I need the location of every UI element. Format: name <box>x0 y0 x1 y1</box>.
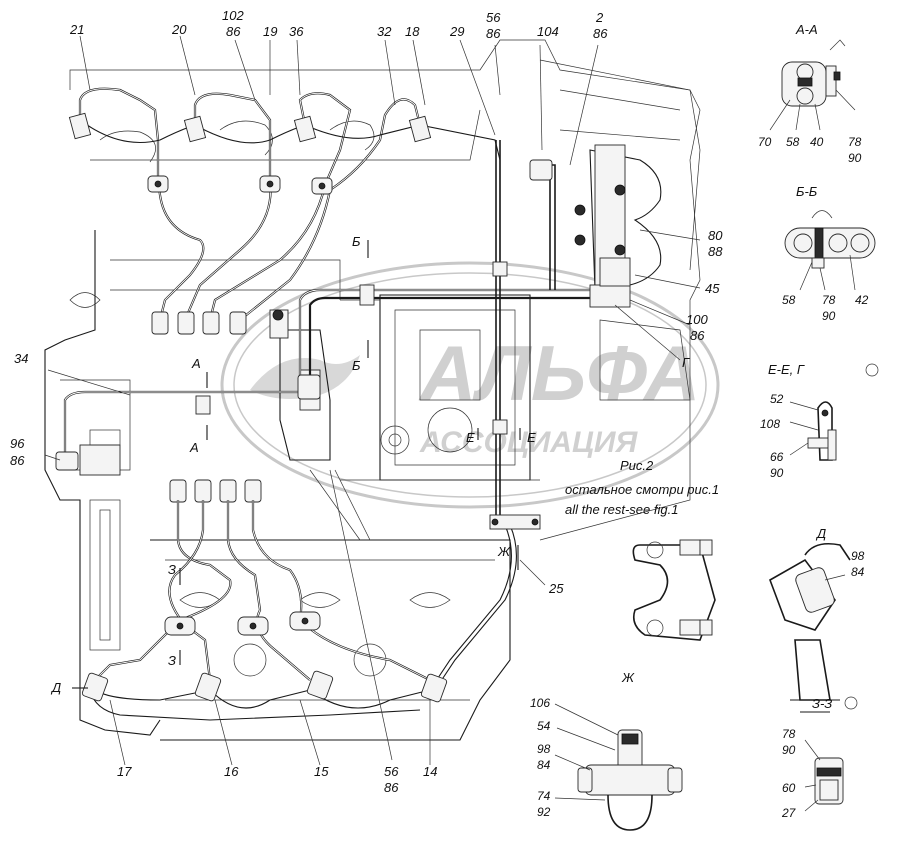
upper-injector-pipes <box>68 87 501 335</box>
callout-86-b: 86 <box>486 26 501 41</box>
callout-45: 45 <box>705 281 720 296</box>
callout-G: Г <box>682 355 690 370</box>
callouts: 21 20 102 86 19 36 32 18 29 56 86 104 2 … <box>10 8 723 795</box>
callout-Z-2: З <box>168 653 176 668</box>
ee-label-66: 66 <box>770 450 784 464</box>
note-russian: остальное смотри рис.1 <box>565 482 719 497</box>
fuel-return-lines <box>55 140 600 691</box>
callout-A-1: А <box>191 356 201 371</box>
d-label-98: 98 <box>851 549 865 563</box>
callout-16: 16 <box>224 764 239 779</box>
callout-96: 96 <box>10 436 25 451</box>
callout-29: 29 <box>449 24 464 39</box>
callout-86-a: 86 <box>226 24 241 39</box>
aa-label-90: 90 <box>848 151 862 165</box>
lower-injector-pipes <box>81 479 448 721</box>
bb-label-42: 42 <box>855 293 869 307</box>
zh-label-106: 106 <box>530 696 550 710</box>
callout-102: 102 <box>222 8 244 23</box>
zh-label-54: 54 <box>537 719 551 733</box>
callout-21: 21 <box>69 22 84 37</box>
callout-15: 15 <box>314 764 329 779</box>
callout-18: 18 <box>405 24 420 39</box>
top-injector-fittings <box>68 112 432 335</box>
leader-lines <box>44 35 701 766</box>
callout-25: 25 <box>548 581 564 596</box>
watermark-line1: АЛЬФА <box>418 329 700 417</box>
callout-2: 2 <box>595 10 604 25</box>
zz-label-90: 90 <box>782 743 796 757</box>
aa-label-70: 70 <box>758 135 772 149</box>
callout-80: 80 <box>708 228 723 243</box>
callout-100: 100 <box>686 312 708 327</box>
callout-19: 19 <box>263 24 277 39</box>
view-zh-tee: 106 54 98 84 74 92 <box>530 696 683 831</box>
section-markers <box>72 240 521 689</box>
bb-label-78: 78 <box>822 293 836 307</box>
callout-56-b: 56 <box>384 764 399 779</box>
zz-label-78: 78 <box>782 727 796 741</box>
ee-label-52: 52 <box>770 392 784 406</box>
aa-label-40: 40 <box>810 135 824 149</box>
callout-86-e: 86 <box>10 453 25 468</box>
view-d-title: Д <box>815 526 826 541</box>
callout-B-1: Б <box>352 234 361 249</box>
aa-label-78: 78 <box>848 135 862 149</box>
callout-86-c: 86 <box>593 26 608 41</box>
callout-20: 20 <box>171 22 187 37</box>
callout-17: 17 <box>117 764 132 779</box>
callout-86-f: 86 <box>384 780 399 795</box>
callout-E-2: Е <box>527 430 536 445</box>
section-zz-title: З-З <box>812 696 832 711</box>
bb-label-90: 90 <box>822 309 836 323</box>
callout-D: Д <box>50 680 61 695</box>
section-aa-title: А-А <box>795 22 818 37</box>
view-zh-title: Ж <box>621 670 635 685</box>
zh-label-84: 84 <box>537 758 551 772</box>
callout-A-2: А <box>189 440 199 455</box>
engine-block-outline <box>44 39 701 741</box>
note-english: all the rest-see fig.1 <box>565 502 678 517</box>
view-zh-fitting: Ж <box>621 539 716 685</box>
view-d: Д 98 84 <box>769 526 865 713</box>
callout-36: 36 <box>289 24 304 39</box>
callout-56-a: 56 <box>486 10 501 25</box>
watermark: АЛЬФА АССОЦИАЦИЯ <box>220 261 720 509</box>
section-ee-g: Е-Е, Г 52 108 66 90 <box>760 362 879 480</box>
fuel-filter-head <box>529 144 662 308</box>
callout-34: 34 <box>14 351 28 366</box>
aa-label-58: 58 <box>786 135 800 149</box>
zh-label-98: 98 <box>537 742 551 756</box>
section-bb: Б-Б 58 78 42 90 <box>782 184 876 323</box>
d-label-84: 84 <box>851 565 865 579</box>
callout-86-d: 86 <box>690 328 705 343</box>
callout-14: 14 <box>423 764 437 779</box>
figure-note: Рис.2 остальное смотри рис.1 all the res… <box>565 458 719 517</box>
watermark-line2: АССОЦИАЦИЯ <box>419 426 638 459</box>
zz-label-27: 27 <box>781 806 797 820</box>
figure-number: Рис.2 <box>620 458 654 473</box>
callout-32: 32 <box>377 24 392 39</box>
callout-Zh: Ж <box>497 544 511 559</box>
callout-B-2: Б <box>352 358 361 373</box>
zh-label-92: 92 <box>537 805 551 819</box>
zz-label-60: 60 <box>782 781 796 795</box>
callout-88: 88 <box>708 244 723 259</box>
zh-label-74: 74 <box>537 789 551 803</box>
callout-104: 104 <box>537 24 559 39</box>
section-aa: А-А 70 58 40 78 90 <box>758 22 862 165</box>
ee-label-108: 108 <box>760 417 780 431</box>
section-zz: З-З 78 90 60 27 <box>781 696 858 820</box>
ee-label-90: 90 <box>770 466 784 480</box>
section-ee-title: Е-Е, Г <box>768 362 805 377</box>
callout-E-1: Е <box>466 430 475 445</box>
callout-Z-1: З <box>168 562 176 577</box>
section-bb-title: Б-Б <box>796 184 818 199</box>
bb-label-58: 58 <box>782 293 796 307</box>
